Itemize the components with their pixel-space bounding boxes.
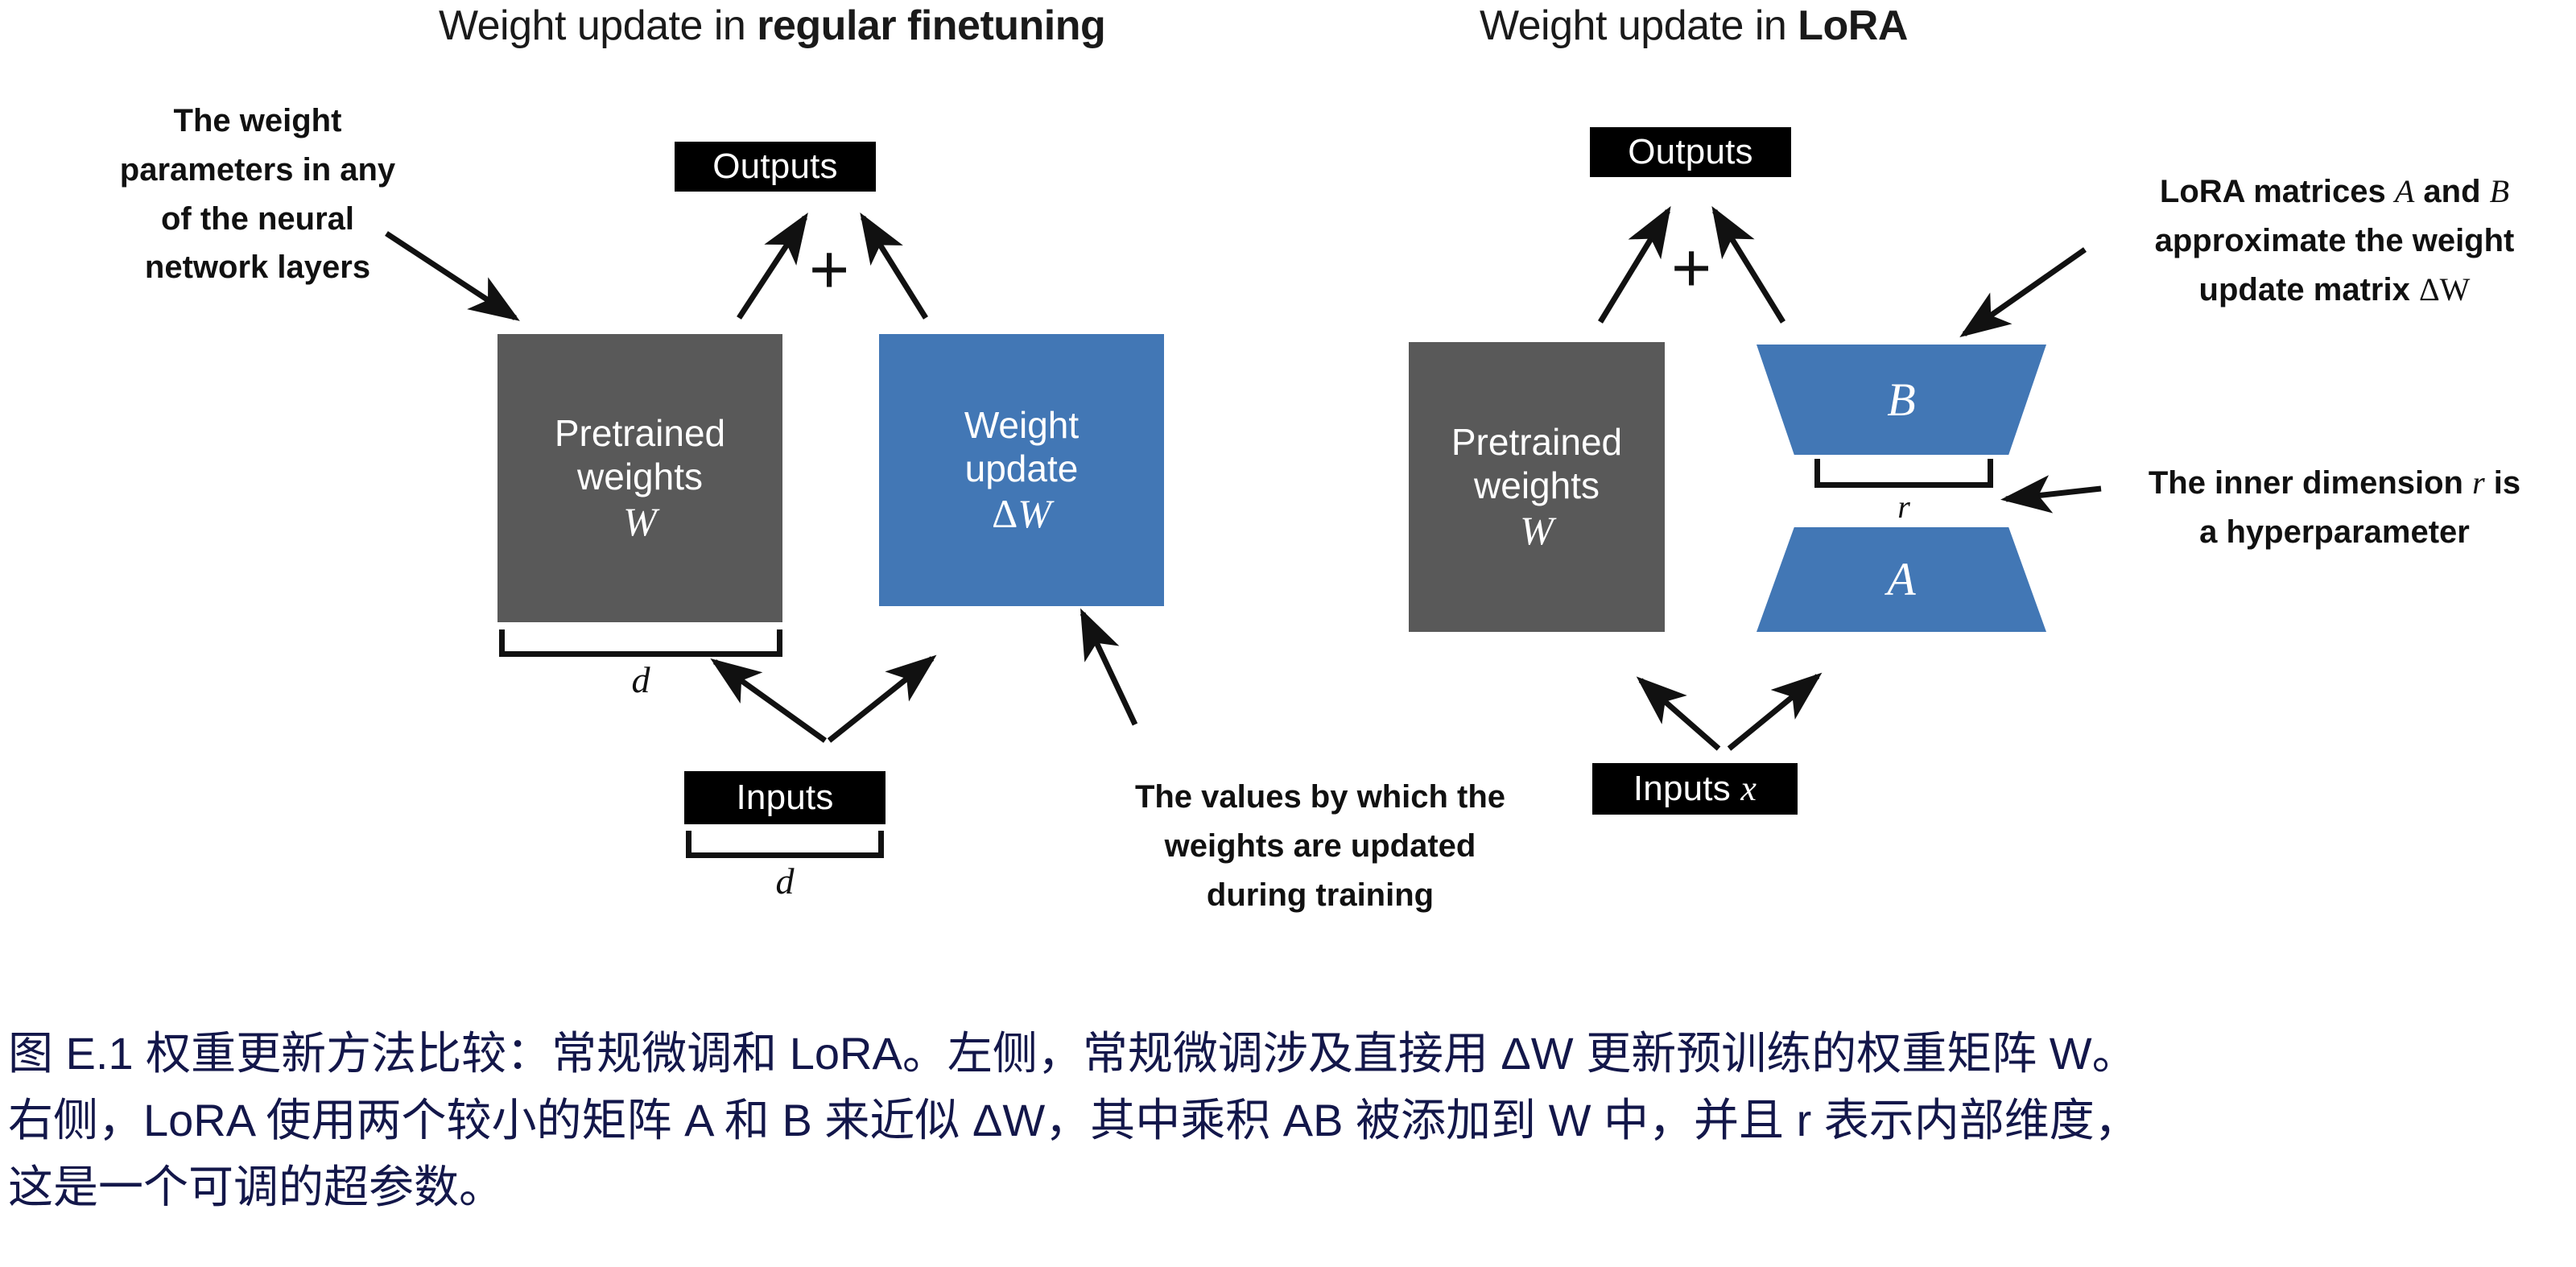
lora-line1-symbol-a: A [2394, 173, 2415, 209]
right-pretrained-symbol-w: W [1520, 507, 1554, 553]
callout-lora-matrices: LoRA matrices A and B approximate the we… [2117, 167, 2552, 314]
right-plus-glyph: + [1671, 229, 1712, 307]
callout-weight-parameters-line-3: of the neural [160, 200, 355, 237]
right-inputs-symbol-x: x [1740, 768, 1757, 808]
left-weight-update-block: Weight update ΔW [879, 334, 1164, 606]
arrow-r-gray-to-outputs [1598, 206, 1671, 324]
right-panel-title-emphasis: LoRA [1798, 2, 1908, 49]
inner-dim-bracket [1814, 459, 1993, 488]
callout-values-line-1: The values by which the [1134, 779, 1506, 815]
callout-weight-parameters-line-4: network layers [144, 250, 371, 286]
right-pretrained-weights-block: Pretrained weights W [1409, 342, 1665, 632]
callout-values-line-3: during training [1206, 877, 1435, 913]
matrix-a-label: A [1887, 553, 1916, 605]
right-pretrained-line-1: Pretrained [1451, 420, 1623, 463]
lora-line3-prefix: update matrix [2198, 271, 2419, 307]
w-glyph: W [1018, 490, 1051, 536]
lora-line1-prefix: LoRA matrices [2159, 174, 2395, 209]
right-inputs-text: Inputs [1633, 768, 1741, 808]
left-panel-title-prefix: Weight update in [439, 2, 758, 49]
right-panel-title-prefix: Weight update in [1480, 2, 1798, 49]
callout-weight-parameters: The weight parameters in any of the neur… [89, 97, 427, 292]
left-dim-label-bottom: d [775, 860, 795, 902]
arrow-lora-matrices-callout [1959, 247, 2087, 338]
left-dim-bracket-top [499, 629, 782, 657]
arrow-r-inputs-to-gray [1636, 676, 1721, 751]
arrow-values-callout [1080, 608, 1138, 726]
arrow-gray-to-outputs [737, 213, 808, 320]
callout-inner-dimension-line-1: The inner dimension r is [2125, 459, 2544, 508]
left-pretrained-symbol-w: W [623, 498, 657, 544]
left-panel-title: Weight update in regular finetuning [439, 2, 1106, 50]
left-update-line-1: Weight [964, 403, 1080, 446]
right-plus-sign: + [1671, 233, 1711, 303]
right-panel-title: Weight update in LoRA [1480, 2, 1908, 50]
inner-dim-label: r [1897, 489, 1910, 525]
left-dim-label-top: d [631, 659, 650, 700]
figure-caption-line-3: 这是一个可调的超参数。 [8, 1161, 504, 1212]
callout-values-updated: The values by which the weights are upda… [1111, 773, 1530, 919]
left-plus-glyph: + [809, 231, 850, 308]
left-panel-title-emphasis: regular finetuning [757, 2, 1106, 49]
callout-values-line-2: weights are updated [1164, 827, 1476, 864]
arrow-inner-dim-callout [2000, 475, 2102, 514]
matrix-b-label: B [1887, 373, 1916, 426]
lora-line1-symbol-b: B [2489, 173, 2510, 209]
left-dim-bracket-bottom [686, 831, 884, 858]
figure-caption-line-1: 图 E.1 权重更新方法比较：常规微调和 LoRA。左侧，常规微调涉及直接用 Δ… [8, 1028, 2137, 1079]
right-pretrained-line-2: weights [1474, 464, 1600, 507]
left-pretrained-weights-block: Pretrained weights W [497, 334, 782, 622]
arrow-inputs-to-blue [827, 654, 937, 743]
callout-inner-dimension-line-2: a hyperparameter [2199, 514, 2470, 550]
lora-line1-and: and [2414, 174, 2490, 209]
callout-lora-matrices-line-1: LoRA matrices A and B [2117, 167, 2552, 217]
arrow-blue-to-outputs [860, 213, 928, 320]
delta-glyph: Δ [992, 490, 1018, 536]
left-update-symbol-delta-w: ΔW [992, 491, 1051, 538]
left-outputs-label: Outputs [712, 147, 838, 186]
callout-inner-dimension: The inner dimension r is a hyperparamete… [2125, 459, 2544, 557]
left-plus-sign: + [809, 235, 849, 304]
right-inputs-block: Inputs x [1592, 763, 1798, 815]
callout-lora-matrices-line-2: approximate the weight [2154, 222, 2515, 258]
left-update-line-2: update [964, 448, 1079, 490]
matrix-b-trapezoid: B [1757, 345, 2046, 455]
inner-line1-prefix: The inner dimension [2148, 465, 2473, 501]
callout-weight-parameters-line-1: The weight [173, 103, 342, 138]
left-outputs-block: Outputs [675, 142, 876, 192]
lora-line3-symbol-delta-w: ΔW [2418, 270, 2471, 307]
right-inputs-label: Inputs x [1633, 769, 1757, 810]
matrix-a-trapezoid: A [1757, 527, 2046, 632]
left-pretrained-line-2: weights [577, 456, 703, 498]
callout-lora-matrices-line-3: update matrix ΔW [2117, 266, 2552, 315]
arrow-r-b-to-outputs [1711, 206, 1785, 324]
arrow-r-inputs-to-a [1727, 672, 1823, 751]
figure-caption: 图 E.1 权重更新方法比较：常规微调和 LoRA。左侧，常规微调涉及直接用 Δ… [8, 1021, 2140, 1221]
right-outputs-block: Outputs [1590, 127, 1791, 177]
left-inputs-block: Inputs [684, 771, 886, 824]
inner-line1-symbol-r: r [2472, 464, 2485, 501]
right-outputs-label: Outputs [1628, 132, 1753, 171]
figure-caption-line-2: 右侧，LoRA 使用两个较小的矩阵 A 和 B 来近似 ΔW，其中乘积 AB 被… [8, 1094, 2140, 1145]
left-inputs-label: Inputs [736, 778, 834, 817]
callout-weight-parameters-line-2: parameters in any [119, 151, 396, 188]
left-pretrained-line-1: Pretrained [554, 411, 726, 454]
inner-line1-suffix: is [2484, 465, 2521, 501]
